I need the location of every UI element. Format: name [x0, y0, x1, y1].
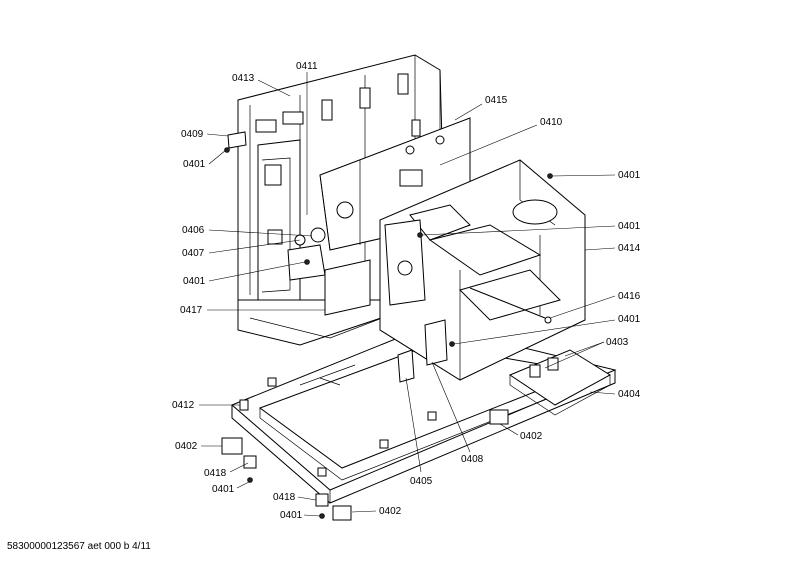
label-0404: 0404 — [618, 389, 641, 400]
label-0401-e: 0401 — [618, 314, 641, 325]
document-footer: 58300000123567 aet 000 b 4/11 — [7, 541, 151, 552]
label-0415: 0415 — [485, 95, 508, 106]
label-0403: 0403 — [606, 337, 629, 348]
screw-0401-d — [449, 341, 455, 347]
label-0408: 0408 — [461, 454, 484, 465]
foot-0402-a — [221, 437, 243, 455]
screw-0401-b — [547, 173, 553, 179]
label-0418-a: 0418 — [204, 468, 227, 479]
base-frame — [231, 324, 617, 504]
foot-0402-b — [489, 409, 509, 425]
label-0417: 0417 — [180, 305, 203, 316]
label-0406: 0406 — [182, 225, 205, 236]
small-parts — [221, 131, 611, 521]
part-labels: 0413 0411 0415 0410 0409 0401 0401 0406 … — [172, 61, 641, 521]
label-0410: 0410 — [540, 117, 563, 128]
label-0401-d: 0401 — [183, 276, 206, 287]
bracket-0418-b — [315, 493, 329, 507]
label-0402-a: 0402 — [175, 441, 198, 452]
leader-lines — [199, 72, 616, 517]
label-0414: 0414 — [618, 243, 641, 254]
screw-0401-c — [417, 232, 423, 238]
bracket-0418-a — [243, 455, 257, 469]
label-0418-b: 0418 — [273, 492, 296, 503]
label-0416: 0416 — [618, 291, 641, 302]
part-0409 — [227, 131, 247, 149]
foot-0402-c — [332, 505, 352, 521]
label-0409: 0409 — [181, 129, 204, 140]
screw-0401-a — [224, 147, 230, 153]
label-0405: 0405 — [410, 476, 433, 487]
label-0413: 0413 — [232, 73, 255, 84]
label-0411: 0411 — [296, 61, 318, 72]
label-0401-a: 0401 — [183, 159, 206, 170]
label-0402-b: 0402 — [520, 431, 543, 442]
label-0407: 0407 — [182, 248, 205, 259]
label-0402-c: 0402 — [379, 506, 402, 517]
label-0401-g: 0401 — [280, 510, 303, 521]
label-0401-b: 0401 — [618, 170, 641, 181]
label-0401-c: 0401 — [618, 221, 641, 232]
label-0401-f: 0401 — [212, 484, 235, 495]
label-0412: 0412 — [172, 400, 195, 411]
screw-0401-f — [319, 513, 325, 519]
screw-0401-e — [247, 477, 253, 483]
